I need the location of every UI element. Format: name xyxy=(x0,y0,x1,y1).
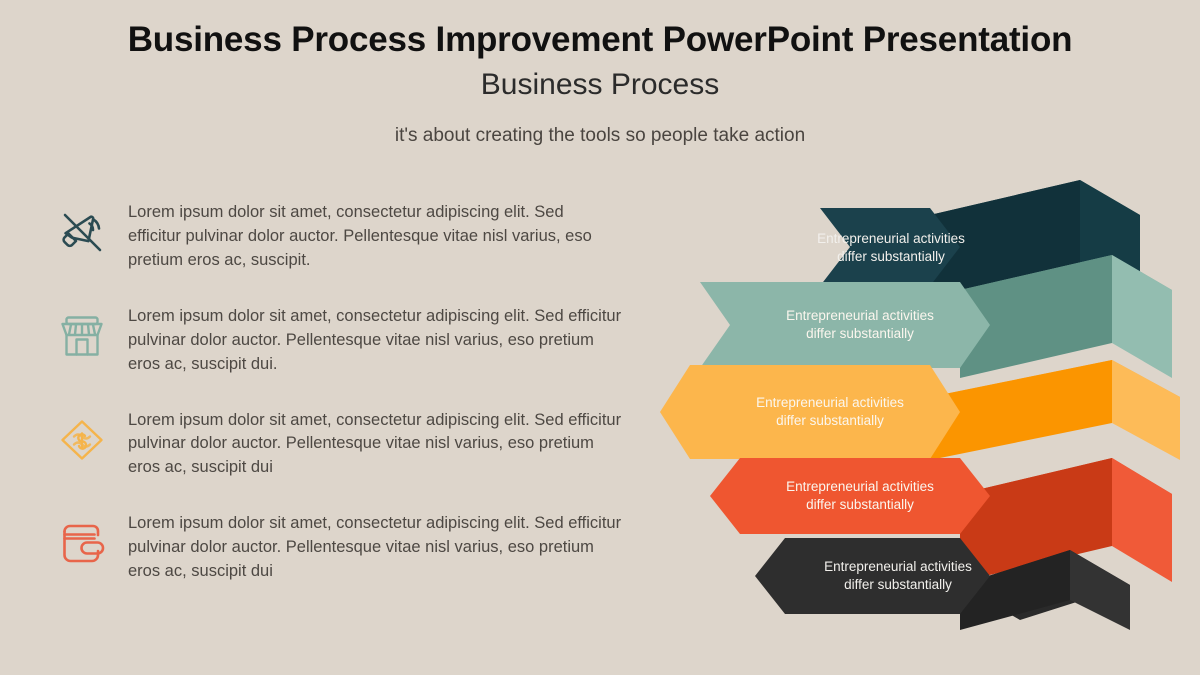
slide-header: Business Process Improvement PowerPoint … xyxy=(0,0,1200,147)
layer-3-front-face xyxy=(660,365,960,459)
bullet-list: Lorem ipsum dolor sit amet, consectetur … xyxy=(46,196,646,611)
layer-1-front-face xyxy=(820,208,960,286)
list-item-text: Lorem ipsum dolor sit amet, consectetur … xyxy=(128,514,622,581)
muted-speaker-icon xyxy=(46,196,118,268)
layer-5-right-face xyxy=(1070,550,1130,630)
layer-5-label-line2: differ substantially xyxy=(844,577,952,592)
layer-5-extrude-face xyxy=(960,550,1070,630)
list-item-text: Lorem ipsum dolor sit amet, consectetur … xyxy=(128,306,622,373)
layer-4-extrude-face xyxy=(960,458,1112,582)
layer-4-front-face xyxy=(710,458,990,534)
storefront-icon xyxy=(46,300,118,372)
layer-4-label-line2: differ substantially xyxy=(806,497,914,512)
list-item-text: Lorem ipsum dolor sit amet, consectetur … xyxy=(128,203,592,269)
layer-1-label-line2: differ substantially xyxy=(837,249,945,264)
layer-3-right-face xyxy=(1112,360,1180,460)
list-item: Lorem ipsum dolor sit amet, consectetur … xyxy=(46,196,646,273)
layer-2-label-line2: differ substantially xyxy=(806,326,914,341)
list-item: Lorem ipsum dolor sit amet, consectetur … xyxy=(46,300,646,377)
list-item: Lorem ipsum dolor sit amet, consectetur … xyxy=(46,404,646,481)
banknote-dollar-icon xyxy=(46,404,118,476)
page-title: Business Process Improvement PowerPoint … xyxy=(127,20,1073,59)
layer-2-extrude-face xyxy=(960,255,1112,378)
page-tagline: it's about creating the tools so people … xyxy=(394,124,806,146)
chevron-layer-4[interactable]: Entrepreneurial activities differ substa… xyxy=(710,458,1172,582)
layer-5-label-line1: Entrepreneurial activities xyxy=(824,559,972,574)
layer-2-right-face xyxy=(1112,255,1172,378)
wallet-icon xyxy=(46,507,118,579)
layer-3-label-line2: differ substantially xyxy=(776,413,884,428)
layer-5-front-face xyxy=(755,538,990,614)
chevron-layer-5[interactable]: Entrepreneurial activities differ substa… xyxy=(755,538,1130,630)
chevron-layer-3[interactable]: Entrepreneurial activities differ substa… xyxy=(660,360,1180,460)
layer-4-label-line1: Entrepreneurial activities xyxy=(786,479,934,494)
chevron-layer-2[interactable]: Entrepreneurial activities differ substa… xyxy=(700,255,1172,378)
page-subtitle: Business Process xyxy=(480,68,720,102)
layer-3-label-line1: Entrepreneurial activities xyxy=(756,395,904,410)
layer-4-right-face xyxy=(1112,458,1172,582)
list-item-text: Lorem ipsum dolor sit amet, consectetur … xyxy=(128,410,622,477)
stacked-chevron-diagram: Entrepreneurial activities differ substa… xyxy=(660,160,1180,630)
list-item: Lorem ipsum dolor sit amet, consectetur … xyxy=(46,507,646,584)
layer-1-label-line1: Entrepreneurial activities xyxy=(817,231,965,246)
layer-3-extrude-face xyxy=(930,360,1112,460)
layer-2-front-face xyxy=(700,282,990,368)
layer-2-label-line1: Entrepreneurial activities xyxy=(786,308,934,323)
